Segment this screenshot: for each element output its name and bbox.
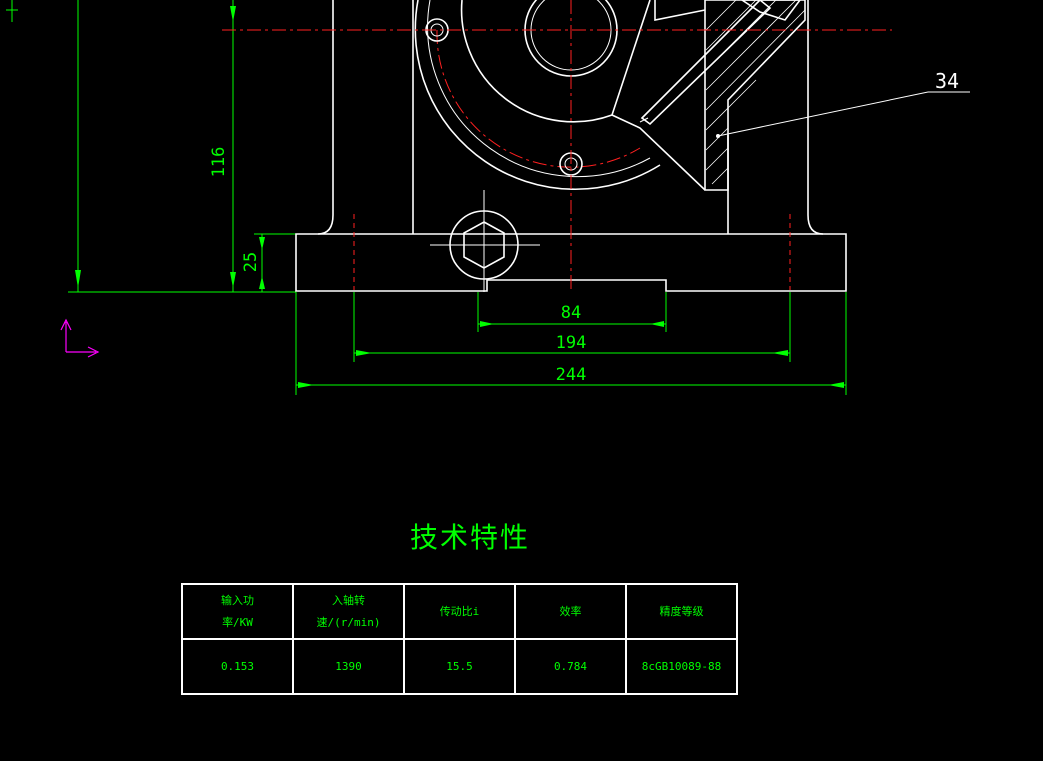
part-number: 34 [935, 69, 959, 93]
centerlines [222, 0, 892, 290]
dim-label-194: 194 [556, 333, 587, 353]
spec-value-efficiency: 0.784 [514, 638, 627, 695]
dimension-244: 244 [295, 292, 847, 395]
dimension-194: 194 [353, 292, 791, 362]
dimension-25: 25 [241, 233, 296, 292]
dim-label-244: 244 [556, 365, 587, 385]
dim-label-84: 84 [561, 303, 581, 323]
dim-label-25: 25 [241, 252, 261, 272]
dim-label-116: 116 [209, 147, 229, 178]
part-label-34: 34 [716, 69, 970, 138]
spec-table: 输入功 率/KW 入轴转 速/(r/min) 传动比i 效率 精度等级 0.15… [181, 583, 738, 695]
spec-header-precision: 精度等级 [625, 583, 738, 640]
dimension-84: 84 [477, 292, 667, 332]
drain-plug [430, 190, 540, 292]
spec-header-ratio: 传动比i [403, 583, 516, 640]
spec-header-row: 输入功 率/KW 入轴转 速/(r/min) 传动比i 效率 精度等级 [181, 583, 738, 640]
spec-header-input-power: 输入功 率/KW [181, 583, 294, 640]
spec-title: 技术特性 [410, 521, 531, 554]
spec-value-input-power: 0.153 [181, 638, 294, 695]
spec-value-row: 0.153 1390 15.5 0.784 8cGB10089-88 [181, 638, 738, 695]
dimension-116: 116 [209, 0, 236, 292]
spec-value-input-speed: 1390 [292, 638, 405, 695]
spec-header-efficiency: 效率 [514, 583, 627, 640]
spec-value-ratio: 15.5 [403, 638, 516, 695]
left-vertical-dimension [75, 0, 81, 292]
worm-wheel [414, 0, 706, 191]
spec-value-precision: 8cGB10089-88 [625, 638, 738, 695]
spec-header-input-speed: 入轴转 速/(r/min) [292, 583, 405, 640]
left-edge-fragment [6, 0, 18, 22]
ucs-icon [60, 318, 100, 358]
hatched-section [639, 0, 806, 191]
